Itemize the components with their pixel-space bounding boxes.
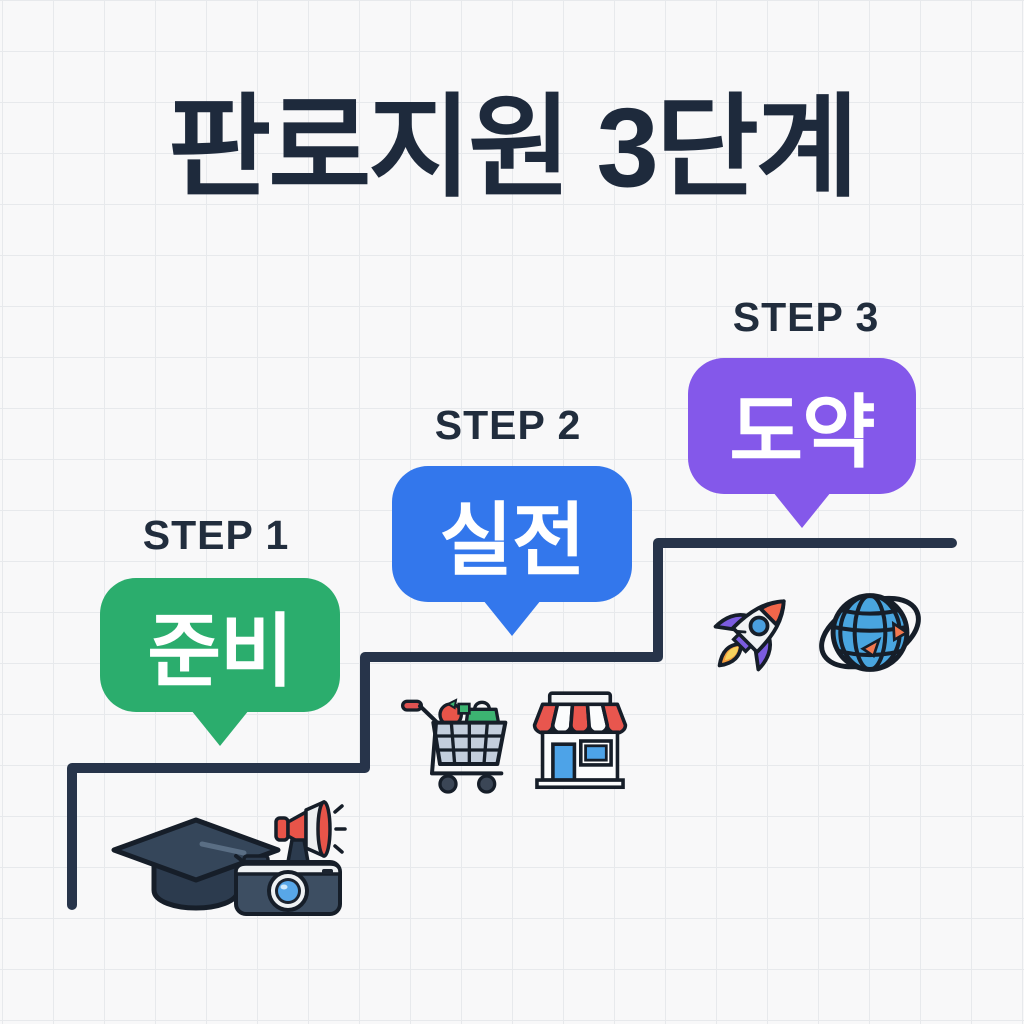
step2-bubble-tail [483, 600, 541, 636]
step3-bubble-tail [773, 492, 831, 528]
step1-bubble-tail [191, 710, 249, 746]
page-title: 판로지원 3단계 [168, 85, 859, 210]
step2-bubble-text: 실전 [439, 496, 585, 585]
globe-icon [819, 593, 921, 672]
step1-label: STEP 1 [142, 512, 290, 558]
step2-label: STEP 2 [434, 402, 582, 448]
step3-bubble: 도약 [688, 358, 916, 528]
shopping-cart-icon [401, 698, 508, 794]
step1-bubble-text: 준비 [147, 607, 293, 696]
step2-bubble: 실전 [392, 466, 632, 636]
step1-bubble: 준비 [100, 578, 340, 746]
camera-megaphone-icon [234, 800, 347, 916]
storefront-icon [532, 691, 628, 790]
step3-label: STEP 3 [732, 294, 880, 340]
rocket-icon [713, 599, 786, 672]
step3-bubble-text: 도약 [729, 388, 875, 477]
